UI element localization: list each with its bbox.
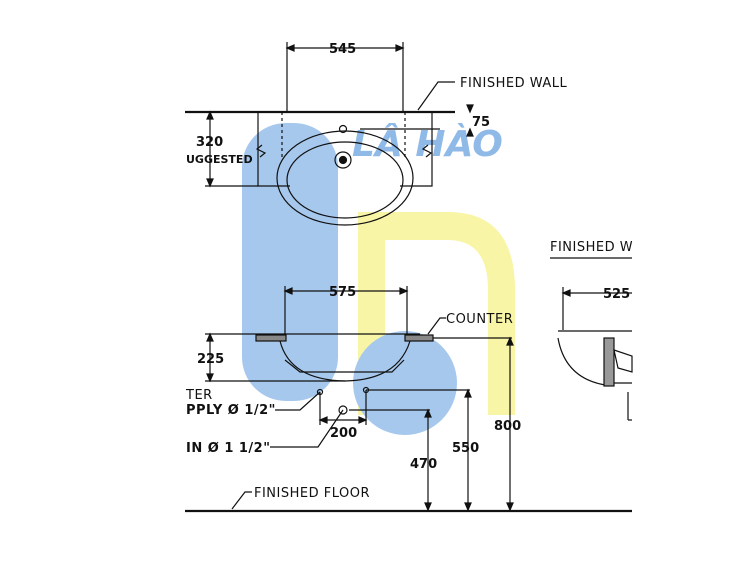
arrow (206, 110, 214, 120)
arrow (206, 332, 214, 342)
break-mark (421, 144, 433, 158)
arrow (466, 104, 474, 114)
side-basin-inner (613, 349, 633, 373)
dim-225-label: 225 (197, 352, 224, 367)
water-supply-label-line1: TER (185, 388, 213, 403)
dim-545-label: 545 (329, 42, 356, 57)
dim-550-label: 550 (452, 441, 479, 456)
arrow (464, 388, 472, 398)
dim-525-label: 525 (603, 287, 630, 302)
tap-hole (338, 124, 348, 134)
arrow (395, 44, 405, 52)
dim-800-label: 800 (494, 419, 521, 434)
water-supply-label-line2: PPLY Ø 1/2" (186, 403, 276, 418)
top-view (185, 42, 474, 226)
arrow (464, 502, 472, 512)
drain-hole (334, 151, 352, 169)
counter-outline-right (400, 112, 433, 187)
front-view (185, 286, 632, 513)
counter-label: COUNTER (446, 312, 513, 327)
arrow (424, 408, 432, 418)
arrow (206, 373, 214, 383)
dim-320-label: 320 (196, 135, 223, 150)
arrow (466, 127, 474, 137)
leader-finished-wall (417, 81, 455, 111)
break-mark (255, 144, 267, 158)
arrow (561, 289, 571, 297)
arrow (506, 502, 514, 512)
basin-outer-ellipse (276, 130, 414, 226)
finished-wall-right-label: FINISHED W (550, 240, 633, 255)
dim-200-label: 200 (330, 426, 357, 441)
counter-slab-right (404, 334, 434, 342)
basin-inner (284, 359, 405, 373)
side-basin-profile (557, 337, 606, 386)
arrow (318, 416, 328, 424)
arrow (506, 336, 514, 346)
watermark-blue-bar (242, 123, 338, 401)
arrow (424, 502, 432, 512)
dim-575-label: 575 (329, 285, 356, 300)
counter-slab-left (255, 334, 287, 342)
finished-wall-top-label: FINISHED WALL (460, 76, 568, 91)
side-view (550, 257, 633, 421)
arrow (285, 44, 295, 52)
watermark: LÂ HÀO (242, 123, 515, 435)
arrow (399, 287, 409, 295)
side-wall-section (603, 337, 615, 387)
suggested-label: UGGESTED (186, 153, 253, 166)
arrow (283, 287, 293, 295)
drain-label: IN Ø 1 1/2" (186, 441, 271, 456)
watermark-blue-circle (353, 331, 457, 435)
arrow (358, 416, 368, 424)
leader-counter (427, 317, 446, 335)
finished-floor-label: FINISHED FLOOR (254, 486, 370, 501)
drain-hole-center (338, 155, 348, 165)
arrow (206, 178, 214, 188)
leader-floor (231, 491, 252, 510)
drain-point (338, 405, 348, 415)
leader-drain (270, 409, 344, 448)
leader-supply (275, 391, 321, 411)
dim-75-label: 75 (472, 115, 490, 130)
dim-470-label: 470 (410, 457, 437, 472)
watermark-logo-text: LÂ HÀO (352, 123, 503, 165)
basin-inner-ellipse (286, 141, 404, 219)
